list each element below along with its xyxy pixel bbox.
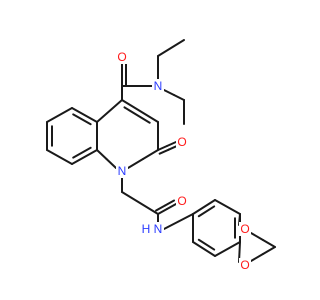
bond-p1-p2-dbl [197, 205, 216, 218]
bond-co-side-a [157, 208, 168, 215]
bond-co-side-2-b [164, 199, 176, 207]
atom-n-ring-bg [116, 164, 128, 178]
bond-c2-n-b [127, 158, 144, 169]
atom-o-side-carbonyl: O [177, 194, 186, 208]
atom-n-diethyl: N [154, 79, 163, 93]
bond-layer [46, 39, 276, 263]
atom-h-on-n: H [142, 222, 151, 236]
bond-n-c8a-a [105, 158, 117, 169]
bond-b1-b2 [46, 107, 73, 123]
atom-o-ring-carbonyl: O [177, 135, 186, 149]
atom-o-amide-top-bg [116, 50, 128, 64]
atom-label-layer: O N N O O H N O O [116, 50, 251, 272]
bond-od1-ch2-b [262, 239, 276, 248]
bond-b3-b4 [46, 149, 73, 165]
bond-c4a-b1-dbl [72, 113, 92, 126]
bond-co-side-2-a [155, 204, 167, 212]
bond-n-ethyl2-b [173, 94, 185, 101]
atom-o-dioxole-top-bg [239, 222, 251, 236]
molecule-structure-diagram: O N N O O H N O O [46, 39, 276, 272]
bond-c2-o-a [157, 145, 168, 151]
bond-b4-c8a-dbl [72, 146, 92, 159]
bond-p5-p6 [192, 241, 216, 257]
bond-co-side-b [166, 203, 177, 210]
bond-od2-ch2-a [250, 253, 264, 262]
atom-o-ring-carbonyl-bg [176, 135, 188, 149]
bond-od2-ch2-b [262, 246, 276, 255]
bond-nh-aryl-a [163, 220, 180, 230]
bond-c2-o-b [166, 141, 177, 147]
atom-o-dioxole-top: O [240, 222, 249, 236]
atom-n-ring: N [118, 164, 127, 178]
bond-n-c8a-b [96, 149, 108, 160]
atom-o-dioxole-bottom: O [240, 258, 249, 272]
bond-p2-p3 [214, 199, 241, 215]
bond-c2-o-2-a [158, 148, 170, 155]
bond-c4a-c4 [96, 99, 123, 123]
bond-c4a-b1 [71, 107, 98, 123]
atom-nh-bg [140, 222, 164, 236]
bond-od1-ch2-a [250, 232, 264, 241]
bond-p1-p2 [192, 199, 216, 215]
bond-ch2-co [121, 191, 159, 215]
bond-p4-p5 [214, 241, 241, 257]
bond-n-ethyl2-a [163, 89, 175, 96]
bond-b4-c8a [71, 149, 98, 165]
bond-ethyl1-ch3 [157, 39, 185, 57]
atom-n-h: N [154, 222, 163, 236]
atom-n-diethyl-bg [152, 79, 164, 93]
bond-c2-n-a [142, 149, 159, 160]
bond-nh-aryl-b [177, 213, 194, 223]
atom-o-dioxole-bottom-bg [239, 258, 251, 272]
bond-c4-c3 [121, 99, 159, 123]
bond-p5-p6-dbl [197, 238, 216, 251]
bond-c4-c3-dbl [123, 106, 151, 124]
atom-o-amide-top: O [117, 50, 126, 64]
bond-p4-od2-a [238, 241, 241, 253]
atom-o-side-carbonyl-bg [176, 194, 188, 208]
